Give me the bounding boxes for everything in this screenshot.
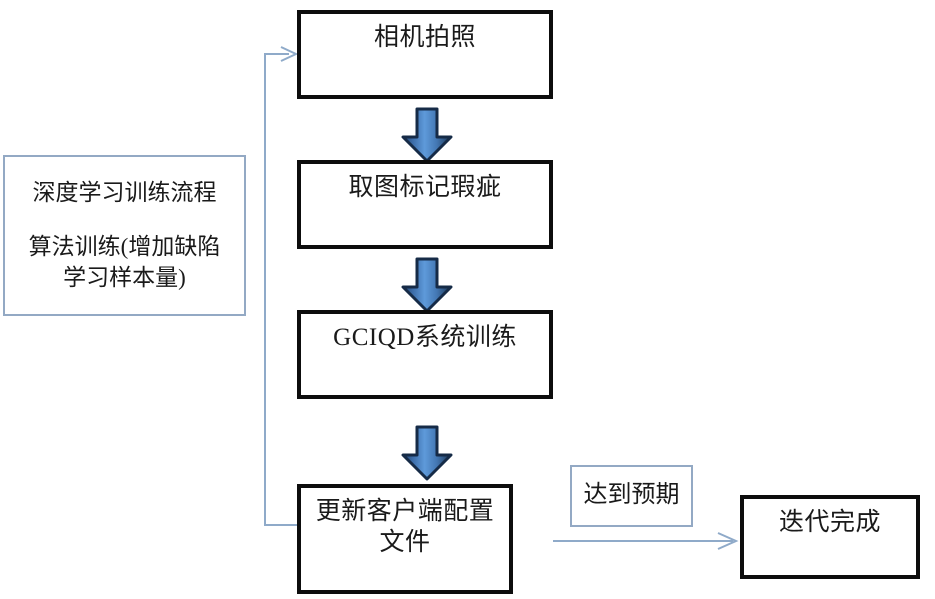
arrow-camera-to-mark — [401, 107, 453, 163]
note-deep-learning-process: 深度学习训练流程 算法训练(增加缺陷 学习样本量) — [3, 155, 246, 316]
note-line-1: 深度学习训练流程 — [32, 179, 217, 205]
node-update-client-config-label: 更新客户端配置 文件 — [315, 498, 495, 556]
arrow-update-to-done — [553, 532, 739, 550]
node-iteration-complete[interactable]: 迭代完成 — [740, 495, 920, 579]
arrow-train-to-update — [401, 425, 453, 481]
node-mark-defects[interactable]: 取图标记瑕疵 — [297, 160, 553, 249]
node-iteration-complete-label: 迭代完成 — [778, 509, 881, 536]
arrow-mark-to-train — [401, 257, 453, 313]
node-gciqd-training-label: GCIQD系统训练 — [333, 324, 517, 351]
arrow-feedback-loop — [264, 46, 299, 526]
node-update-client-config[interactable]: 更新客户端配置 文件 — [297, 484, 513, 594]
node-camera[interactable]: 相机拍照 — [297, 10, 553, 99]
note-line-2: 算法训练(增加缺陷 学习样本量) — [28, 233, 221, 291]
edge-label-text: 达到预期 — [583, 482, 680, 509]
node-camera-label: 相机拍照 — [373, 24, 476, 51]
edge-label-expectation-met: 达到预期 — [570, 465, 693, 527]
node-gciqd-training[interactable]: GCIQD系统训练 — [297, 310, 553, 399]
node-mark-defects-label: 取图标记瑕疵 — [348, 174, 502, 201]
